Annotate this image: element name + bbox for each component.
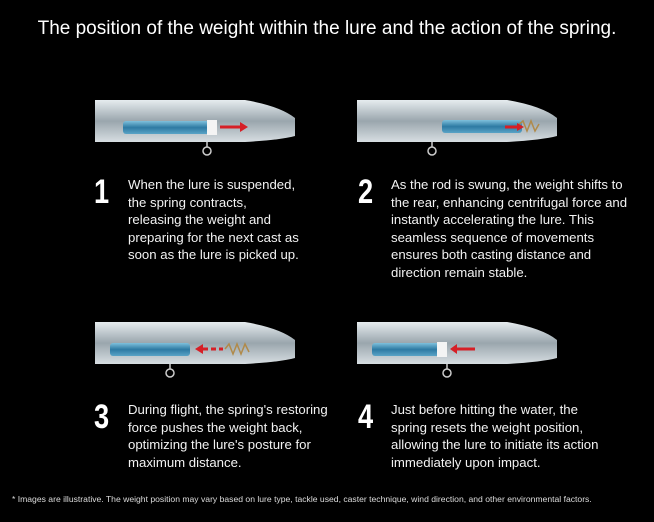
step-number-3: 3: [94, 398, 110, 436]
step-number-2: 2: [358, 173, 374, 211]
step-text-3: During flight, the spring's restoring fo…: [128, 402, 328, 470]
lure-illustration-3: [95, 322, 295, 378]
lure-illustration-1: [95, 100, 295, 156]
page-title: The position of the weight within the lu…: [37, 18, 617, 39]
step-text-4: Just before hitting the water, the sprin…: [391, 402, 599, 470]
step-number-4: 4: [358, 398, 374, 436]
step-text-2: As the rod is swung, the weight shifts t…: [391, 177, 628, 280]
footnote: * Images are illustrative. The weight po…: [12, 494, 592, 504]
lure-illustration-4: [357, 322, 557, 378]
step-number-1: 1: [94, 173, 110, 211]
lure-illustration-2: [357, 100, 557, 156]
step-text-1: When the lure is suspended, the spring c…: [128, 177, 299, 263]
